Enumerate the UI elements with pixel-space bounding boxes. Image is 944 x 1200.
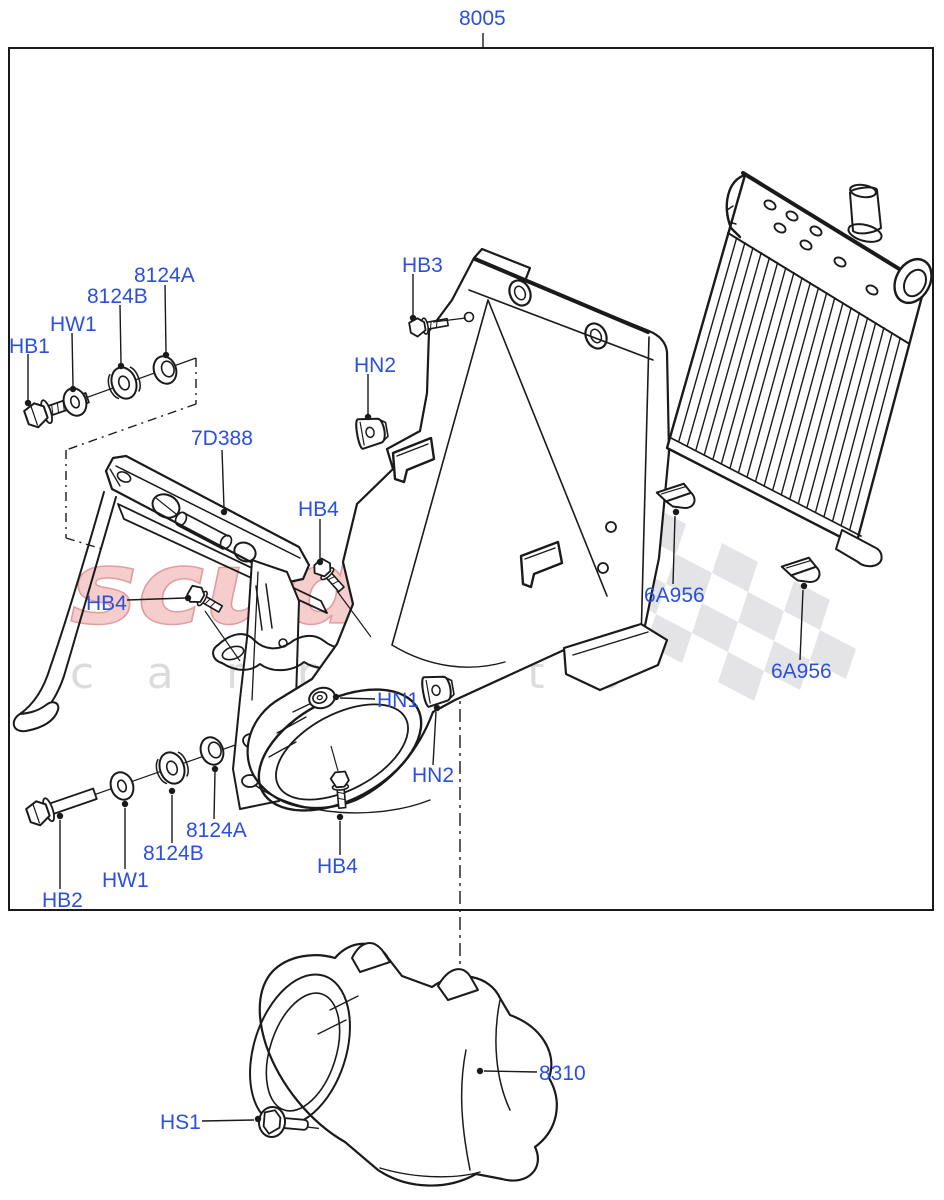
insertion-lines (204, 317, 467, 772)
callout-hb3[interactable]: HB3 (402, 254, 443, 277)
callout-hb4-left[interactable]: HB4 (86, 592, 127, 615)
callout-hb4-upper[interactable]: HB4 (298, 498, 339, 521)
callout-8124b-top[interactable]: 8124B (87, 285, 148, 308)
callout-hw1-top[interactable]: HW1 (50, 313, 97, 336)
grommet-8124a-top (152, 355, 178, 385)
callout-hn2-upper[interactable]: HN2 (354, 354, 397, 377)
callout-hn1[interactable]: HN1 (377, 689, 420, 712)
bolt-hb4-bottom (329, 770, 350, 810)
air-duct-8310-drawing (249, 942, 558, 1187)
washer-hw1-top (62, 387, 88, 417)
clip-hn2-lower (421, 675, 455, 708)
screw-hs1 (257, 1106, 309, 1138)
clip-6a956-left (655, 482, 696, 509)
callout-8124a-top[interactable]: 8124A (134, 264, 195, 287)
grommet-8124a-bottom (199, 736, 225, 766)
callout-hb1[interactable]: HB1 (9, 335, 50, 358)
callout-8124a-bottom[interactable]: 8124A (186, 819, 247, 842)
bolt-hb2 (25, 787, 98, 827)
callout-hw1-bottom[interactable]: HW1 (102, 869, 149, 892)
callout-8310[interactable]: 8310 (539, 1062, 586, 1085)
callout-7d388[interactable]: 7D388 (191, 427, 253, 450)
callout-hs1[interactable]: HS1 (160, 1111, 201, 1134)
oil-cooler-drawing (665, 171, 933, 568)
clip-6a956-right (780, 556, 821, 583)
diagram-border-box (8, 47, 934, 911)
callout-8005[interactable]: 8005 (459, 7, 506, 30)
callout-hb2[interactable]: HB2 (42, 889, 83, 912)
dashed-guides (65, 358, 197, 550)
callout-6a956-left[interactable]: 6A956 (644, 584, 705, 607)
clip-hn2-upper (355, 417, 389, 450)
callout-hb4-bottom[interactable]: HB4 (317, 855, 358, 878)
leader-dots (24, 314, 808, 1123)
grommet-8124b-top (107, 366, 141, 400)
callout-6a956-right[interactable]: 6A956 (771, 660, 832, 683)
callout-8124b-bottom[interactable]: 8124B (143, 842, 204, 865)
leader-lines (27, 33, 804, 1122)
washer-hw1-bottom (109, 771, 135, 801)
bolt-hb4-left (186, 584, 224, 613)
cooler-fins (678, 237, 901, 530)
grommet-8124b-bottom (155, 751, 189, 785)
callout-hn2-lower[interactable]: HN2 (412, 764, 455, 787)
